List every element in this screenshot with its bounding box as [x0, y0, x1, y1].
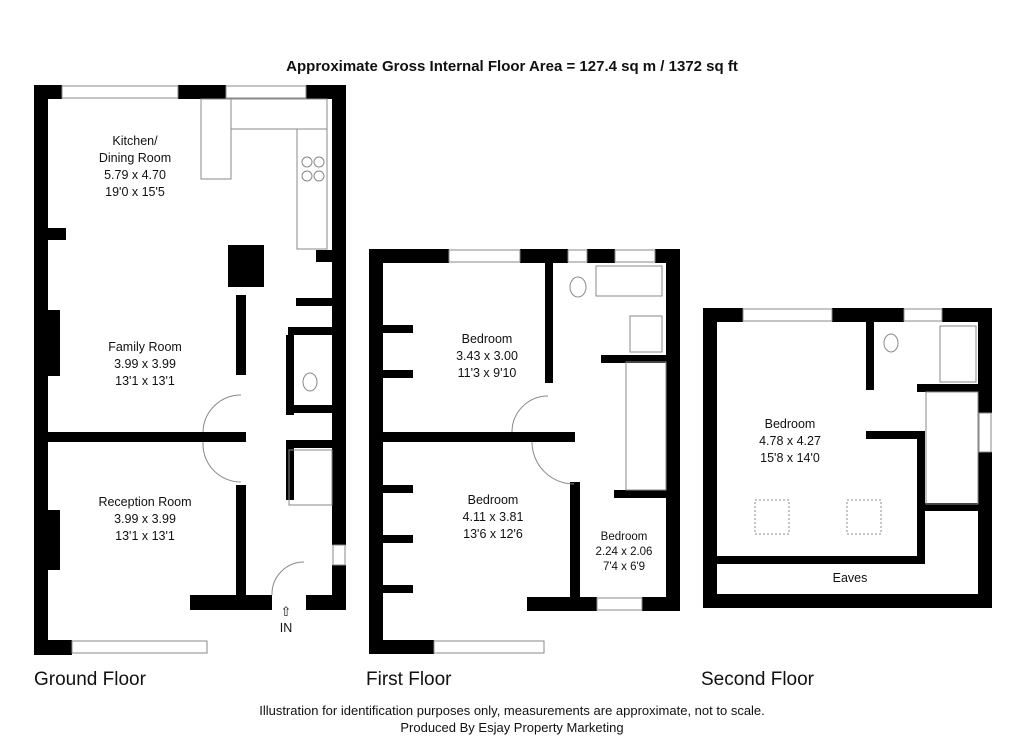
room-label-family: Family Room 3.99 x 3.99 13'1 x 13'1 — [80, 339, 210, 390]
room-label-bedroom-2: Bedroom 4.11 x 3.81 13'6 x 12'6 — [438, 492, 548, 543]
room-name: Family Room — [108, 340, 182, 354]
room-metric: 3.99 x 3.99 — [114, 357, 176, 371]
room-imperial: 11'3 x 9'10 — [457, 366, 517, 380]
room-name: Bedroom — [600, 531, 648, 543]
room-metric: 4.78 x 4.27 — [759, 434, 821, 448]
room-metric: 5.79 x 4.70 — [104, 168, 166, 182]
floor-label-second: Second Floor — [701, 669, 815, 690]
room-name-2: Dining Room — [98, 151, 172, 165]
room-metric: 3.43 x 3.00 — [456, 349, 518, 363]
room-imperial: 15'8 x 14'0 — [760, 451, 820, 465]
room-name: Kitchen/ — [112, 134, 158, 148]
floor-label-first: First Floor — [366, 669, 452, 690]
disclaimer: Illustration for identification purposes… — [259, 703, 765, 718]
room-label-eaves: Eaves — [832, 571, 868, 585]
room-imperial: 7'4 x 6'9 — [602, 561, 646, 573]
floor-label-ground: Ground Floor — [34, 669, 146, 690]
room-label-bedroom-loft: Bedroom 4.78 x 4.27 15'8 x 14'0 — [735, 416, 845, 467]
room-name: Reception Room — [98, 495, 192, 509]
room-label-kitchen: Kitchen/ Dining Room 5.79 x 4.70 19'0 x … — [70, 133, 200, 201]
room-metric: 2.24 x 2.06 — [595, 546, 653, 558]
credit: Produced By Esjay Property Marketing — [400, 720, 624, 735]
arrow-up-icon: ⇧ — [280, 604, 292, 619]
room-metric: 4.11 x 3.81 — [462, 510, 524, 524]
room-name: Bedroom — [461, 332, 513, 346]
room-label-bedroom-3: Bedroom 2.24 x 2.06 7'4 x 6'9 — [578, 530, 670, 575]
room-name: Bedroom — [764, 417, 816, 431]
room-imperial: 13'6 x 12'6 — [463, 527, 523, 541]
room-name: Bedroom — [467, 493, 519, 507]
room-metric: 3.99 x 3.99 — [114, 512, 176, 526]
room-imperial: 13'1 x 13'1 — [115, 374, 175, 388]
floor-area-title: Approximate Gross Internal Floor Area = … — [286, 58, 738, 75]
room-label-reception: Reception Room 3.99 x 3.99 13'1 x 13'1 — [80, 494, 210, 545]
room-imperial: 19'0 x 15'5 — [105, 185, 165, 199]
room-label-bedroom-1: Bedroom 3.43 x 3.00 11'3 x 9'10 — [432, 331, 542, 382]
entrance-label: IN — [279, 621, 293, 635]
room-imperial: 13'1 x 13'1 — [115, 529, 175, 543]
